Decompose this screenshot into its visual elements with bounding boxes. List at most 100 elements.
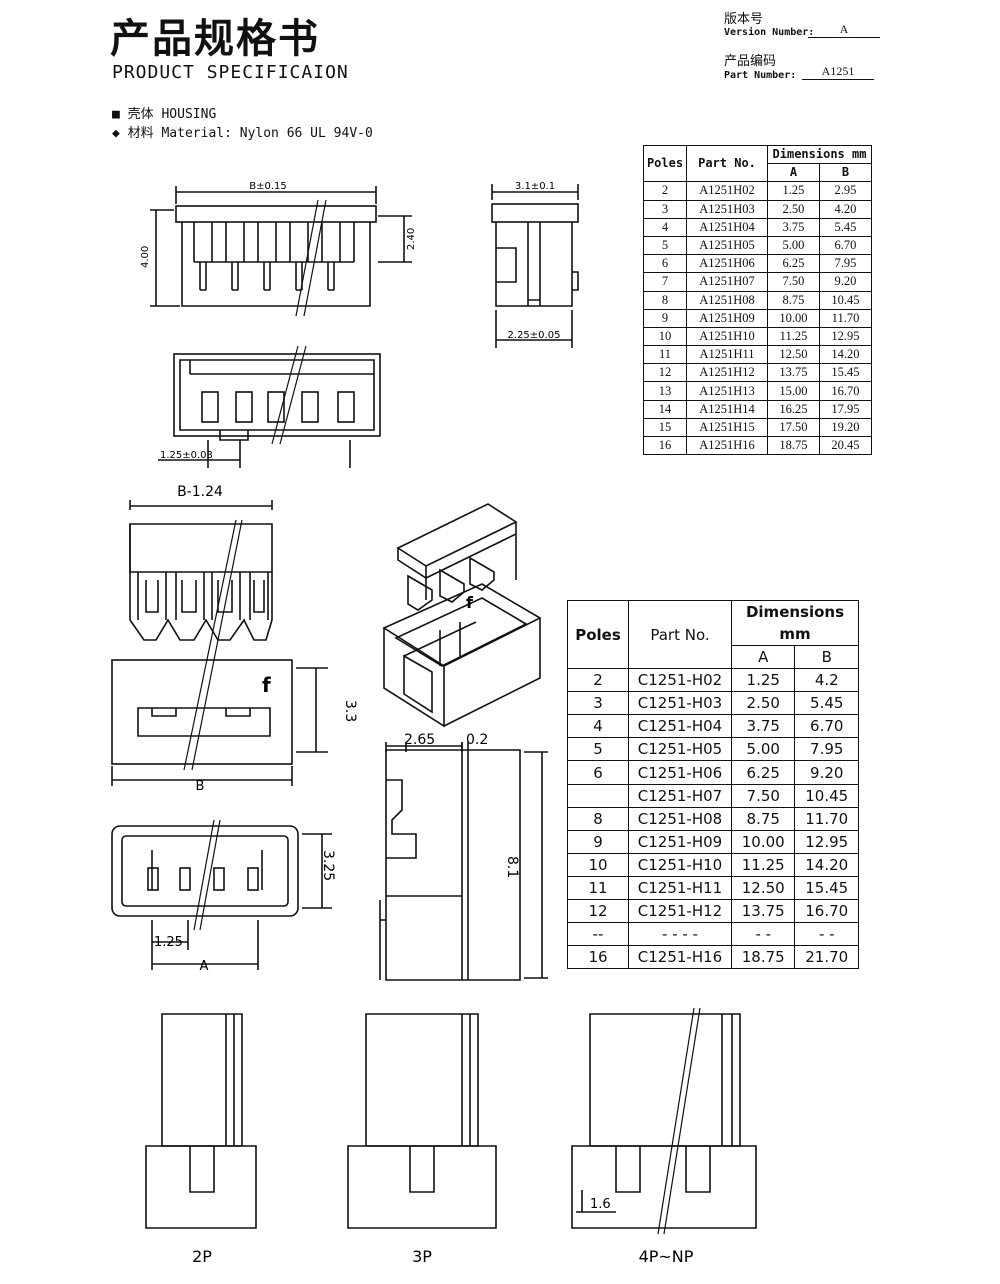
cell-poles: 7: [643, 272, 687, 292]
cell-part-no: C1251-H03: [628, 691, 732, 716]
cell-poles: 11: [643, 345, 687, 365]
dim-width-label: B: [196, 779, 205, 794]
dim-pn-label: 1.6: [590, 1197, 611, 1212]
version-value: A: [808, 22, 880, 38]
cell-poles: 16: [643, 435, 687, 456]
cell-b: 14.20: [818, 345, 873, 365]
cell-poles: 6: [643, 254, 687, 274]
cell-a: 1.25: [730, 668, 796, 693]
cell-poles: 5: [567, 737, 629, 762]
cell-b: 4.2: [794, 668, 859, 693]
dim-side-a-label: 2.65: [404, 732, 435, 748]
cell-part-no: C1251-H05: [628, 737, 732, 762]
cell-a: 12.50: [767, 345, 820, 365]
cell-poles: 2: [567, 668, 629, 693]
cell-part-no: A1251H05: [686, 235, 768, 256]
cell-b: 16.70: [794, 899, 859, 924]
cell-b: 12.95: [794, 829, 859, 854]
cell-a: 6.25: [730, 760, 796, 785]
header-a: A: [730, 644, 796, 670]
cell-a: 17.50: [767, 417, 820, 438]
mark-f: f: [262, 673, 271, 697]
cell-poles: 5: [643, 235, 687, 256]
cell-poles: 9: [643, 308, 687, 328]
version-label-en: Version Number:: [724, 27, 815, 38]
cell-a: 6.25: [767, 254, 820, 274]
cell-b: 6.70: [818, 235, 873, 256]
cell-part-no: C1251-H16: [628, 945, 732, 970]
cell-poles: 8: [643, 290, 687, 310]
cell-part-no: A1251H09: [686, 308, 768, 328]
cell-b: 10.45: [794, 783, 859, 808]
cell-part-no: A1251H13: [686, 381, 768, 401]
cell-part-no: A1251H10: [686, 326, 768, 347]
dim-pitch-label: 1.25±0.03: [160, 450, 213, 461]
mark-f-iso: f: [466, 593, 474, 612]
cell-a: 18.75: [767, 435, 820, 456]
cell-poles: 10: [567, 852, 629, 877]
dim-height-label: 3.3: [342, 700, 358, 722]
cell-poles: [567, 783, 629, 808]
cell-b: 7.95: [794, 737, 859, 762]
page-title-en: PRODUCT SPECIFICAION: [112, 62, 349, 83]
cell-a: 5.00: [767, 235, 820, 256]
cell-a: 12.50: [730, 875, 796, 901]
cell-poles: 12: [643, 363, 687, 383]
cell-a: 11.25: [730, 852, 796, 877]
cell-a: 18.75: [730, 945, 796, 970]
cell-part-no: - - - -: [628, 922, 732, 947]
cell-b: 10.45: [818, 290, 873, 310]
cell-part-no: A1251H11: [686, 345, 768, 365]
cell-b: 4.20: [818, 199, 873, 219]
cell-b: 14.20: [794, 852, 859, 877]
cell-part-no: A1251H08: [686, 290, 768, 310]
header-part-no: Part No.: [686, 144, 768, 183]
cell-a: 15.00: [767, 381, 820, 401]
cell-poles: 2: [643, 181, 687, 201]
cell-part-no: A1251H02: [686, 181, 768, 201]
cell-a: 2.50: [767, 199, 820, 219]
dim-a-label: A: [200, 959, 209, 974]
cell-b: 9.20: [818, 272, 873, 292]
cell-part-no: C1251-H04: [628, 714, 732, 739]
cell-part-no: A1251H12: [686, 363, 768, 383]
material-bullet: ◆ 材料 Material: Nylon 66 UL 94V-0: [112, 126, 373, 141]
header-part-no: Part No.: [628, 599, 732, 670]
cell-a: 10.00: [767, 308, 820, 328]
dim-side-height-label: 8.1: [504, 856, 520, 878]
cell-poles: 16: [567, 945, 629, 970]
cell-part-no: C1251-H10: [628, 852, 732, 877]
cell-part-no: C1251-H12: [628, 899, 732, 924]
cell-a: 13.75: [767, 363, 820, 383]
cell-b: - -: [794, 922, 859, 947]
cell-part-no: A1251H04: [686, 217, 768, 237]
cell-a: 7.50: [767, 272, 820, 292]
header-dimensions: Dimensions mm: [731, 600, 859, 646]
cell-part-no: A1251H06: [686, 254, 768, 274]
cell-part-no: C1251-H06: [628, 760, 732, 785]
cell-part-no: C1251-H07: [628, 783, 732, 808]
header-b: B: [818, 163, 873, 183]
table-row: --- - - -- -- -: [567, 922, 859, 947]
dim-pitch-label: 1.25: [154, 935, 183, 950]
dim-inner-label: 2.40: [406, 228, 417, 250]
header-dimensions: Dimensions mm: [767, 144, 872, 165]
cell-b: 5.45: [794, 691, 859, 716]
dim-side-b-label: 0.2: [466, 732, 488, 748]
part-number-value: A1251: [802, 64, 874, 80]
dim-depth-label: 3.25: [320, 850, 336, 881]
drawing-a-series: B±0.15 4.00 2.40 3.1±0.1 2.25±0.05 1.25±…: [140, 181, 579, 468]
